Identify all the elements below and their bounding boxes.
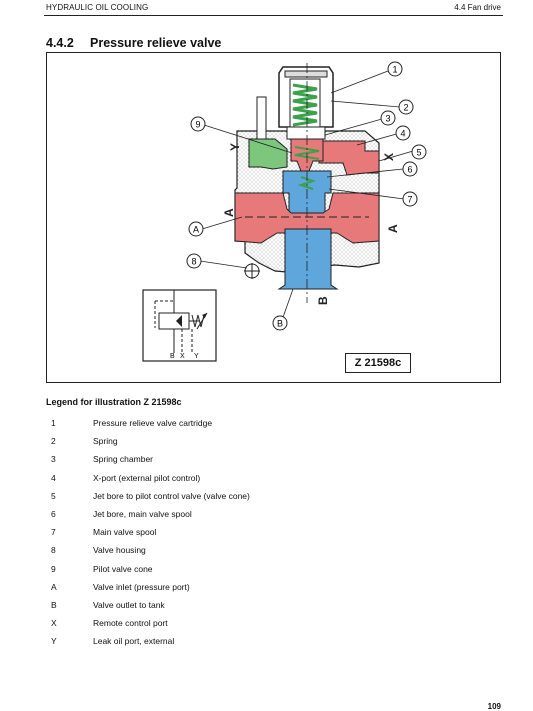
legend-key: 4 — [51, 472, 56, 483]
callout-2: 2 — [398, 99, 414, 115]
outlet-b-channel — [277, 228, 339, 290]
legend-item: 7 Main valve spool — [46, 523, 250, 541]
callout-1: 1 — [387, 61, 403, 77]
legend-title: Legend for illustration Z 21598c — [46, 397, 182, 407]
spring-coil — [292, 83, 318, 127]
schematic-label-b: B — [170, 353, 175, 360]
legend-item: 3 Spring chamber — [46, 450, 250, 468]
port-label-a-right: A — [386, 224, 400, 233]
legend-item: 8 Valve housing — [46, 541, 250, 559]
legend-key: 5 — [51, 490, 56, 501]
legend-item: 2 Spring — [46, 432, 250, 450]
svg-text:9: 9 — [195, 120, 200, 130]
legend-key: 3 — [51, 454, 56, 465]
callout-4: 4 — [395, 125, 411, 141]
legend-key: 7 — [51, 527, 56, 538]
svg-text:2: 2 — [403, 103, 408, 113]
legend-item: 4 X-port (external pilot control) — [46, 469, 250, 487]
legend-key: 1 — [51, 418, 56, 428]
spring-chamber — [286, 126, 326, 140]
inlet-a-channel — [234, 192, 380, 244]
page-number: 109 — [487, 702, 501, 711]
legend-key: 9 — [51, 563, 56, 574]
legend-item: 9 Pilot valve cone — [46, 560, 250, 578]
section-number: 4.4.2 — [46, 36, 74, 50]
svg-text:7: 7 — [407, 195, 412, 205]
legend-item: X Remote control port — [46, 614, 250, 632]
section-heading: 4.4.2 Pressure relieve valve — [46, 36, 221, 50]
legend-text: Spring chamber — [93, 454, 154, 465]
port-label-a-left: A — [222, 208, 236, 217]
legend-key: A — [51, 581, 57, 592]
figure-id-label: Z 21598c — [345, 353, 411, 373]
callout-8: 8 — [186, 253, 202, 269]
running-header-section: 4.4 Fan drive — [454, 3, 501, 12]
running-header-chapter: HYDRAULIC OIL COOLING — [46, 3, 149, 12]
header-divider — [44, 15, 503, 16]
schematic-label-y: Y — [194, 353, 199, 360]
callout-9: 9 — [190, 116, 206, 132]
callout-leader-lines — [199, 70, 414, 324]
legend-text: Main valve spool — [93, 527, 157, 538]
legend-text: X-port (external pilot control) — [93, 472, 201, 483]
legend-item: 5 Jet bore to pilot control valve (valve … — [46, 487, 250, 505]
svg-text:5: 5 — [416, 148, 421, 158]
callout-5: 5 — [411, 144, 427, 160]
hydraulic-schematic-symbol: B X Y — [142, 289, 217, 362]
legend-item: Y Leak oil port, external — [46, 632, 250, 650]
legend-item: 1 Pressure relieve valve cartridge — [46, 414, 250, 432]
top-fitting — [256, 96, 267, 144]
callout-7: 7 — [402, 191, 418, 207]
callout-a: A — [188, 221, 204, 237]
valve-cross-section-drawing: Y X A A B 1 2 3 4 5 6 7 8 9 A B — [142, 61, 427, 362]
legend-item: B Valve outlet to tank — [46, 596, 250, 614]
port-label-y: Y — [228, 143, 242, 151]
legend-text: Remote control port — [93, 618, 168, 629]
legend-text: Valve outlet to tank — [93, 599, 165, 610]
legend-key: X — [51, 618, 57, 629]
section-title-text: Pressure relieve valve — [90, 36, 222, 50]
callout-3: 3 — [380, 110, 396, 126]
svg-text:3: 3 — [385, 114, 390, 124]
legend-key: 6 — [51, 508, 56, 519]
svg-text:8: 8 — [191, 257, 196, 267]
legend-key: Y — [51, 636, 57, 647]
legend-text: Leak oil port, external — [93, 636, 175, 647]
legend-item: 6 Jet bore, main valve spool — [46, 505, 250, 523]
legend-key: B — [51, 599, 57, 610]
x-port-channel — [318, 140, 380, 176]
legend-text: Valve housing — [93, 545, 146, 556]
legend-item: A Valve inlet (pressure port) — [46, 578, 250, 596]
callout-b: B — [272, 315, 288, 331]
svg-text:B: B — [277, 319, 283, 329]
legend-text: Pressure relieve valve cartridge — [93, 418, 213, 428]
callout-6: 6 — [402, 161, 418, 177]
port-label-x: X — [382, 153, 396, 161]
y-port-channel — [248, 138, 288, 170]
port-label-b: B — [316, 296, 330, 305]
legend-text: Pilot valve cone — [93, 563, 153, 574]
legend-text: Valve inlet (pressure port) — [93, 581, 190, 592]
svg-text:6: 6 — [407, 165, 412, 175]
illustration-frame: Y X A A B 1 2 3 4 5 6 7 8 9 A B — [46, 52, 501, 383]
legend-key: 2 — [51, 436, 56, 447]
svg-text:A: A — [193, 225, 199, 235]
svg-text:4: 4 — [400, 129, 405, 139]
legend-text: Jet bore to pilot control valve (valve c… — [93, 490, 250, 501]
legend-text: Jet bore, main valve spool — [93, 508, 192, 519]
schematic-label-x: X — [180, 353, 185, 360]
svg-text:1: 1 — [392, 65, 397, 75]
legend-key: 8 — [51, 545, 56, 556]
legend-text: Spring — [93, 436, 118, 447]
